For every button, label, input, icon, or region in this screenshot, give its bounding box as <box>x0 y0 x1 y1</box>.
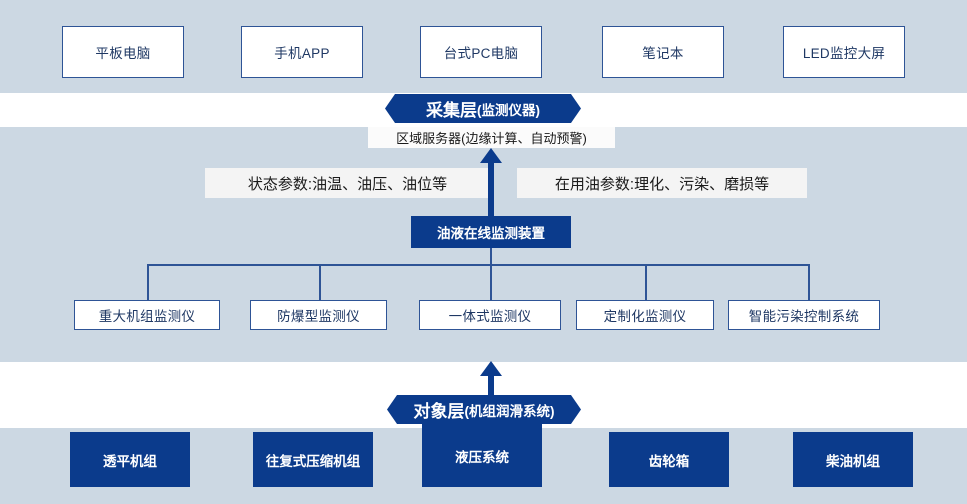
device-to-server-stem <box>488 162 494 217</box>
callout-inuse-oil-parameters: 在用油参数:理化、污染、磨损等 <box>517 168 807 198</box>
device-box-major-unit-monitor[interactable]: 重大机组监测仪 <box>74 300 220 330</box>
terminal-box-desktop-pc[interactable]: 台式PC电脑 <box>420 26 542 78</box>
online-oil-monitor-device[interactable]: 油液在线监测装置 <box>411 216 571 248</box>
object-layer-banner: 对象层 (机组润滑系统) <box>387 395 581 424</box>
tree-drop-2 <box>319 264 321 301</box>
terminal-box-tablet[interactable]: 平板电脑 <box>62 26 184 78</box>
tree-drop-4 <box>645 264 647 301</box>
tree-bus <box>147 264 809 266</box>
equipment-box-hydraulic-system[interactable]: 液压系统 <box>422 424 542 487</box>
collection-layer-title: 采集层 <box>426 101 477 120</box>
terminal-box-laptop[interactable]: 笔记本 <box>602 26 724 78</box>
collection-layer-subtitle: (监测仪器) <box>477 102 540 118</box>
object-layer-subtitle: (机组润滑系统) <box>464 403 555 419</box>
area-server-label: 区域服务器(边缘计算、自动预警) <box>368 127 615 148</box>
object-layer-title: 对象层 <box>413 402 465 421</box>
device-box-customized-monitor[interactable]: 定制化监测仪 <box>576 300 714 330</box>
equipment-box-reciprocating-compressor[interactable]: 往复式压缩机组 <box>253 432 373 487</box>
object-to-collection-stem <box>488 374 494 400</box>
device-box-smart-contamination-control[interactable]: 智能污染控制系统 <box>728 300 880 330</box>
device-box-explosion-proof-monitor[interactable]: 防爆型监测仪 <box>250 300 387 330</box>
device-to-server-arrowhead <box>480 148 502 163</box>
object-to-collection-arrowhead <box>480 361 502 376</box>
tree-trunk <box>490 248 492 264</box>
collection-layer-banner: 采集层 (监测仪器) <box>385 94 581 123</box>
device-box-integrated-monitor[interactable]: 一体式监测仪 <box>419 300 561 330</box>
terminal-box-mobile-app[interactable]: 手机APP <box>241 26 363 78</box>
equipment-box-diesel-unit[interactable]: 柴油机组 <box>793 432 913 487</box>
tree-drop-3 <box>490 264 492 301</box>
terminal-box-led-screen[interactable]: LED监控大屏 <box>783 26 905 78</box>
tree-drop-1 <box>147 264 149 301</box>
equipment-box-turbine-unit[interactable]: 透平机组 <box>70 432 190 487</box>
tree-drop-5 <box>808 264 810 301</box>
callout-status-parameters: 状态参数:油温、油压、油位等 <box>205 168 490 198</box>
equipment-box-gearbox[interactable]: 齿轮箱 <box>609 432 729 487</box>
